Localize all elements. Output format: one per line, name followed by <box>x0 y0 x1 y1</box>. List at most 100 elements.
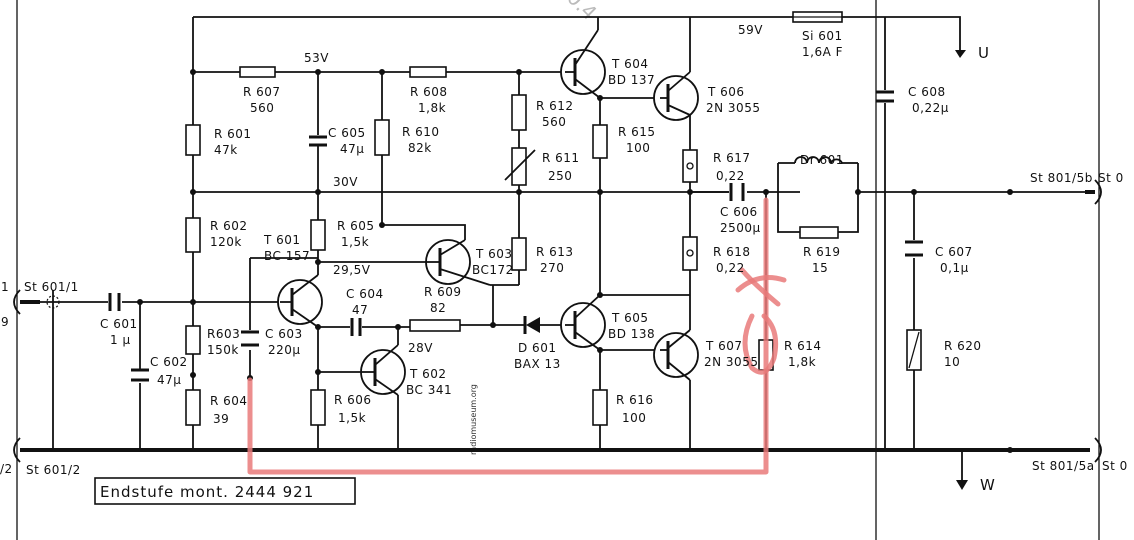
svg-text:/2: /2 <box>0 462 13 476</box>
svg-text:2500μ: 2500μ <box>720 221 761 235</box>
svg-text:BC 157: BC 157 <box>264 249 310 263</box>
resistor-r610 <box>374 119 390 156</box>
svg-text:R603: R603 <box>207 327 240 341</box>
capacitor-c603 <box>241 330 259 347</box>
svg-text:Dr 601: Dr 601 <box>800 153 844 167</box>
svg-text:1 μ: 1 μ <box>110 333 131 347</box>
svg-text:C 604: C 604 <box>346 287 384 301</box>
svg-text:82: 82 <box>430 301 446 315</box>
svg-text:Endstufe mont. 2444 921: Endstufe mont. 2444 921 <box>100 483 314 501</box>
svg-text:R 612: R 612 <box>536 99 574 113</box>
svg-text:2N 3055: 2N 3055 <box>704 355 758 369</box>
title-box <box>94 477 356 505</box>
svg-text:560: 560 <box>542 115 566 129</box>
resistor-r608 <box>409 66 447 78</box>
transistor-t601 <box>277 274 323 328</box>
capacitor-c608 <box>876 90 894 103</box>
svg-text:C 607: C 607 <box>935 245 973 259</box>
svg-text:82k: 82k <box>408 141 432 155</box>
svg-text:C 601: C 601 <box>100 317 138 331</box>
svg-text:C 608: C 608 <box>908 85 946 99</box>
svg-text:St 801/5a: St 801/5a <box>1032 459 1095 473</box>
wiring <box>20 16 1095 480</box>
svg-text:T 605: T 605 <box>611 311 649 325</box>
svg-text:C 605: C 605 <box>328 126 366 140</box>
svg-text:R 611: R 611 <box>542 151 580 165</box>
svg-text:R 602: R 602 <box>210 219 248 233</box>
hand-annotation <box>247 197 787 475</box>
svg-text:47: 47 <box>352 303 368 317</box>
svg-text:0,1μ: 0,1μ <box>940 261 969 275</box>
r618-tap <box>686 249 694 257</box>
svg-text:560: 560 <box>250 101 274 115</box>
svg-text:R 604: R 604 <box>210 394 248 408</box>
svg-text:St 601/2: St 601/2 <box>26 463 81 477</box>
svg-text:1: 1 <box>1 280 9 294</box>
inductor-dr601 <box>794 156 843 164</box>
svg-text:R 607: R 607 <box>243 85 281 99</box>
u-arrow-icon <box>955 50 966 58</box>
svg-text:U: U <box>978 44 990 62</box>
svg-text:120k: 120k <box>210 235 242 249</box>
svg-text:1,5k: 1,5k <box>338 411 366 425</box>
resistor-r601 <box>185 124 201 156</box>
svg-text:BD 138: BD 138 <box>608 327 655 341</box>
w-arrow-icon <box>956 480 968 490</box>
resistor-r612 <box>511 94 527 131</box>
svg-text:W: W <box>980 476 996 494</box>
svg-text:R 616: R 616 <box>616 393 654 407</box>
transistor-t606 <box>653 71 699 121</box>
svg-text:220μ: 220μ <box>268 343 301 357</box>
svg-text:T 607: T 607 <box>705 339 743 353</box>
resistor-r619 <box>799 226 839 239</box>
svg-text:R 617: R 617 <box>713 151 751 165</box>
svg-text:1,8k: 1,8k <box>418 101 446 115</box>
capacitor-c602 <box>131 368 149 382</box>
resistor-r602 <box>185 217 201 253</box>
svg-text:R 619: R 619 <box>803 245 841 259</box>
svg-text:15: 15 <box>812 261 828 275</box>
svg-text:BD 137: BD 137 <box>608 73 655 87</box>
resistor-r607 <box>239 66 276 78</box>
svg-text:R 615: R 615 <box>618 125 656 139</box>
svg-text:1,5k: 1,5k <box>341 235 369 249</box>
svg-text:100: 100 <box>622 411 646 425</box>
svg-text:R 605: R 605 <box>337 219 375 233</box>
svg-text:0,22: 0,22 <box>716 169 745 183</box>
transistor-t604 <box>560 29 606 99</box>
svg-text:R 606: R 606 <box>334 393 372 407</box>
resistor-r606 <box>310 389 326 426</box>
resistor-r605 <box>310 219 326 251</box>
svg-text:0,22μ: 0,22μ <box>912 101 949 115</box>
svg-text:10: 10 <box>944 355 960 369</box>
svg-text:R 613: R 613 <box>536 245 574 259</box>
watermark-side: radiomuseum.org <box>469 384 478 455</box>
svg-text:T 601: T 601 <box>263 233 301 247</box>
transistor-t605 <box>560 294 606 351</box>
svg-text:39: 39 <box>213 412 229 426</box>
capacitor-c607 <box>905 240 923 257</box>
svg-text:250: 250 <box>548 169 572 183</box>
svg-text:R 618: R 618 <box>713 245 751 259</box>
svg-text:St 0: St 0 <box>1098 171 1124 185</box>
capacitor-c605 <box>309 135 327 147</box>
svg-text:D 601: D 601 <box>518 341 556 355</box>
connector-st601 <box>13 289 60 463</box>
svg-text:29,5V: 29,5V <box>333 263 371 277</box>
resistor-r603 <box>185 325 201 355</box>
svg-text:R 609: R 609 <box>424 285 462 299</box>
svg-text:270: 270 <box>540 261 564 275</box>
r620-slash <box>908 331 920 369</box>
svg-text:0,22: 0,22 <box>716 261 745 275</box>
resistor-r616 <box>592 389 608 426</box>
svg-text:R 608: R 608 <box>410 85 448 99</box>
connector-st801 <box>1094 179 1102 463</box>
svg-text:BC172: BC172 <box>472 263 514 277</box>
svg-text:R 610: R 610 <box>402 125 440 139</box>
svg-text:100: 100 <box>626 141 650 155</box>
svg-text:30V: 30V <box>333 175 358 189</box>
capacitor-c601 <box>108 293 121 311</box>
svg-text:T 604: T 604 <box>611 57 649 71</box>
svg-text:St 0: St 0 <box>1102 459 1128 473</box>
